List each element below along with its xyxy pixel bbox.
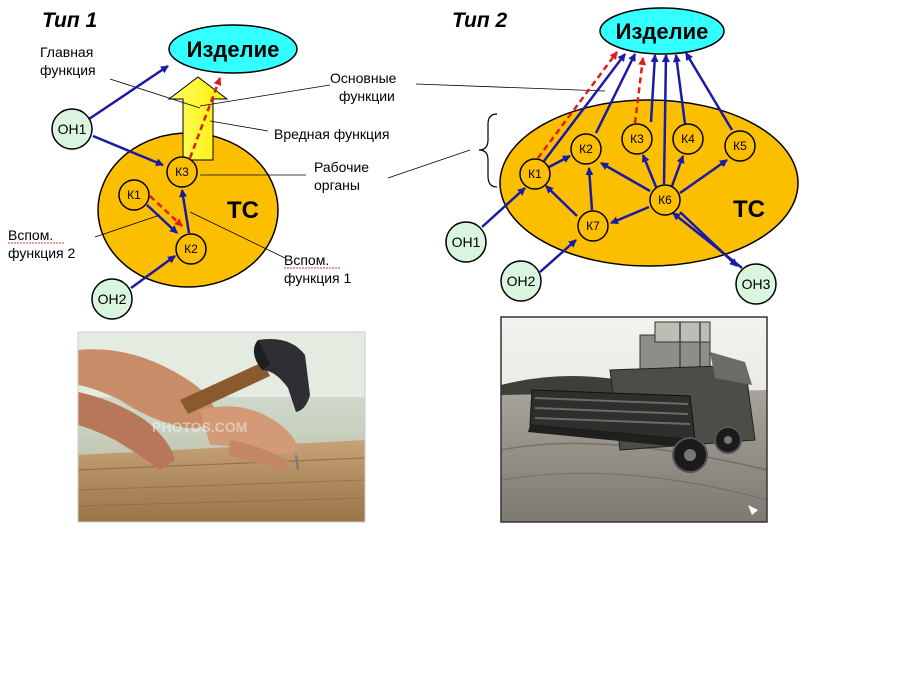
leader-basic-functions-left (199, 84, 331, 107)
label-basic-functions-1: Основные (330, 70, 397, 86)
label-main-function-2: функция (40, 62, 96, 78)
type2-node-k3 (621, 123, 653, 155)
type2-object-on2 (500, 260, 542, 302)
type2-arrow-on1-k1 (481, 187, 526, 228)
type2-arrow-k3-product (649, 54, 659, 123)
type2-arrow-k6-k4 (670, 155, 685, 187)
type2-arrow-k2-product (594, 53, 637, 134)
type2-object-on2-label: ОН2 (507, 273, 536, 289)
leader-main-function (109, 78, 201, 109)
type2-node-k2-label: К2 (579, 142, 593, 156)
leader-aux1 (189, 211, 286, 259)
type2-product-ellipse (599, 7, 725, 55)
type2-arrow-k6-k2 (600, 161, 651, 193)
type1-harmful-arrow-k1-k2 (149, 195, 183, 227)
label-working-organs-1: Рабочие (314, 159, 369, 175)
type2-arrow-k1-k2 (548, 154, 571, 169)
type1-node-k1 (118, 179, 150, 211)
label-working-organs-2: органы (314, 177, 360, 193)
type1-object-on2 (91, 278, 133, 320)
type2-node-k4-label: К4 (681, 132, 695, 146)
type2-diagram: Тип 2 Основные функции ТС Изделие (330, 7, 799, 305)
type2-arrow-k6-product (661, 54, 670, 185)
type2-node-k3-label: К3 (630, 132, 644, 146)
type1-title: Тип 1 (42, 9, 97, 32)
combine-harvester-photo (500, 316, 768, 523)
type2-arrow-on2-k7 (539, 239, 577, 273)
type1-arrow-on1-product (88, 64, 169, 121)
leader-working-organs-right (387, 149, 471, 179)
type2-node-k7 (577, 210, 609, 242)
label-harmful-function: Вредная функция (274, 126, 389, 142)
type2-node-k5 (724, 130, 756, 162)
type2-object-on1 (445, 221, 487, 263)
type1-object-on1 (51, 108, 93, 150)
type1-arrow-k2-k3 (179, 189, 191, 234)
label-main-function-1: Главная (40, 44, 93, 60)
type1-node-k2-label: К2 (184, 242, 198, 256)
type2-arrow-k1-product (543, 53, 626, 162)
type1-system-label: ТС (227, 197, 259, 224)
type2-object-on3-label: ОН3 (742, 276, 771, 292)
type2-product-label: Изделие (616, 19, 709, 44)
type2-node-k5-label: К5 (733, 139, 747, 153)
label-aux2-2: функция 2 (8, 245, 76, 261)
label-aux1-1: Вспом. (284, 252, 329, 268)
type1-product-label: Изделие (187, 37, 280, 62)
type1-arrow-k1-k2 (146, 204, 178, 234)
type2-node-k4 (672, 123, 704, 155)
type1-node-k3 (166, 156, 198, 188)
label-aux2-1: Вспом. (8, 227, 53, 243)
type1-object-on2-label: ОН2 (98, 291, 127, 307)
type2-system-label: ТС (733, 196, 765, 223)
type2-node-k1 (519, 158, 551, 190)
type2-harmful-arrow-k1-product (536, 51, 619, 159)
photo-watermark: PHOTOS.COM (152, 419, 247, 435)
label-aux1-2: функция 1 (284, 270, 352, 286)
hammer-photo: PHOTOS.COM (77, 331, 366, 523)
type2-node-k7-label: К7 (586, 219, 600, 233)
type1-node-k2 (175, 233, 207, 265)
type1-object-on1-label: ОН1 (58, 121, 87, 137)
label-basic-functions-2: функции (339, 88, 395, 104)
brace-icon (478, 113, 498, 188)
type1-arrow-on1-k3 (92, 134, 164, 167)
type1-diagram: Тип 1 ТС Изделие К3 К1 К2 ОН1 (8, 9, 389, 320)
type1-harmful-arrow-k3-product (188, 77, 222, 159)
type2-node-k6 (649, 184, 681, 216)
type2-arrow-k6-k7 (610, 205, 650, 225)
type1-node-k1-label: К1 (127, 188, 141, 202)
type1-node-k3-label: К3 (175, 165, 189, 179)
leader-basic-functions-right (415, 83, 606, 92)
type2-arrow-k6-k5 (679, 158, 728, 195)
type1-product-ellipse (168, 24, 298, 74)
type2-object-on3 (735, 263, 777, 305)
type2-node-k1-label: К1 (528, 167, 542, 181)
type2-node-k2 (570, 133, 602, 165)
type2-arrow-k4-product (672, 54, 687, 125)
type2-arrow-k6-on3 (679, 211, 738, 267)
type2-arrow-k5-product (684, 52, 734, 131)
type2-arrow-k7-k1 (545, 185, 578, 217)
leader-aux2 (94, 214, 161, 238)
type2-arrow-k7-k2 (585, 167, 594, 211)
type2-node-k6-label: К6 (658, 193, 672, 207)
leader-harmful (209, 120, 269, 132)
type2-harmful-arrow-k3-product (633, 57, 647, 124)
type2-title: Тип 2 (452, 9, 508, 32)
type1-arrow-on2-k2 (130, 254, 176, 290)
type2-arrow-k6-k3 (641, 154, 658, 188)
type2-object-on1-label: ОН1 (452, 234, 481, 250)
